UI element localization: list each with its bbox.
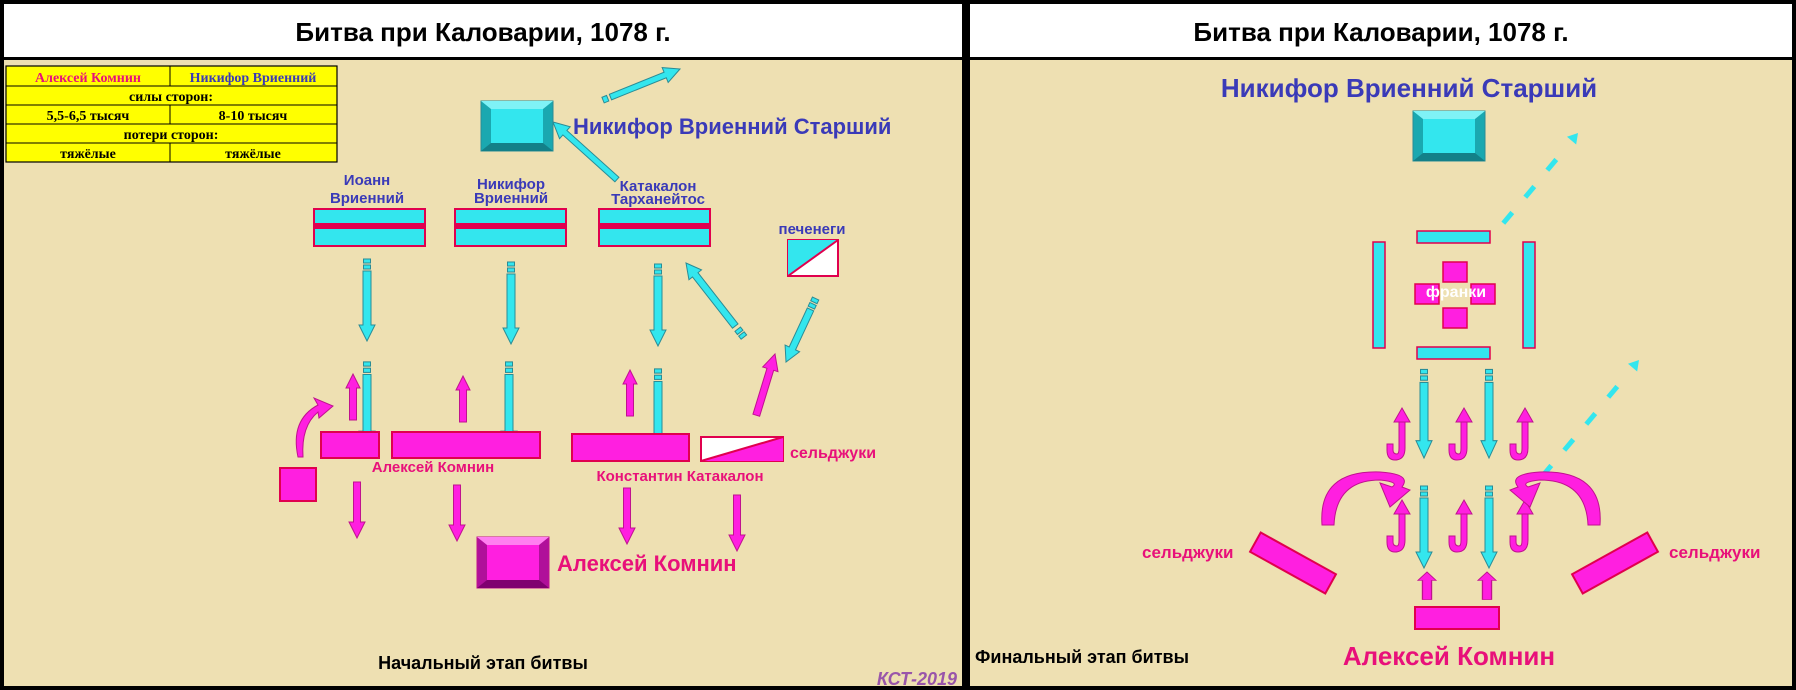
left-panel: Битва при Каловарии, 1078 г. Алексей Ком… xyxy=(0,0,966,690)
label-nikifor-senior: Никифор Вриенний Старший xyxy=(573,114,891,139)
curve-arrow-left xyxy=(1321,471,1411,526)
seljuk-bar-right xyxy=(1570,531,1660,595)
label-seljuks-right: сельджуки xyxy=(1669,543,1760,562)
unit-aleksei-center xyxy=(391,431,541,459)
table-forces-aleksei: 5,5-6,5 тысяч xyxy=(47,109,130,124)
table-forces-label: силы сторон: xyxy=(129,90,213,105)
right-panel: Битва при Каловарии, 1078 г. Никифор Ври… xyxy=(966,0,1796,690)
unit-katakalon xyxy=(598,208,711,247)
right-canvas xyxy=(970,60,1792,686)
curve-arrow-right xyxy=(1509,471,1601,526)
right-nikifor-senior-block xyxy=(1412,110,1486,162)
formation-left xyxy=(1372,241,1386,349)
left-title-bar xyxy=(4,4,962,57)
label-konstantin: Константин Катакалон xyxy=(596,468,763,485)
label-aleksei-small: Алексей Комнин xyxy=(372,459,494,476)
table-losses-aleksei: тяжёлые xyxy=(60,147,116,162)
unit-ioann xyxy=(313,208,426,247)
unit-nikifor xyxy=(454,208,567,247)
right-label-nikifor-senior: Никифор Вриенний Старший xyxy=(1221,73,1597,103)
unit-seljuks xyxy=(700,436,784,462)
arrow-flank-curve xyxy=(295,396,334,458)
formation-top xyxy=(1416,230,1491,244)
signature: КСТ-2019 xyxy=(877,669,957,689)
franks-cross xyxy=(1414,261,1496,329)
unit-pechenegi xyxy=(787,239,839,277)
right-caption: Финальный этап битвы xyxy=(975,647,1189,667)
table-forces-nikifor: 8-10 тысяч xyxy=(219,109,288,124)
seljuk-bar-left xyxy=(1248,531,1338,595)
table-header-nikifor: Никифор Вриенний xyxy=(190,71,317,86)
label-nikifor-1: Никифор xyxy=(477,176,545,193)
label-ioann-1: Иоанн xyxy=(344,172,390,189)
right-label-aleksei: Алексей Комнин xyxy=(1343,641,1555,671)
right-title: Битва при Каловарии, 1078 г. xyxy=(1193,17,1568,47)
unit-konstantin xyxy=(571,433,690,462)
label-katakalon-1: Катакалон xyxy=(620,178,697,195)
nikifor-senior-block xyxy=(480,100,554,152)
unit-aleksei-reserve xyxy=(279,467,317,502)
right-title-bar xyxy=(970,4,1792,57)
arrow-seljuks-up xyxy=(752,352,779,417)
forces-table: Алексей Комнин Никифор Вриенний силы сто… xyxy=(5,65,338,163)
left-title: Битва при Каловарии, 1078 г. xyxy=(295,17,670,47)
table-header-aleksei: Алексей Комнин xyxy=(35,71,141,86)
label-aleksei-big: Алексей Комнин xyxy=(557,551,737,576)
formation-right xyxy=(1522,241,1536,349)
aleksei-commander-block xyxy=(476,536,550,589)
label-ioann-2: Вриенний xyxy=(330,190,404,207)
arrow-nikifor-retreat xyxy=(601,67,682,104)
table-losses-nikifor: тяжёлые xyxy=(225,147,281,162)
retreat-dashes-upper xyxy=(1501,133,1578,225)
label-pechenegi: печенеги xyxy=(779,221,846,238)
arrow-katakalon-to-commander xyxy=(552,121,620,183)
label-nikifor-2: Вриенний xyxy=(474,190,548,207)
label-katakalon-2: Тарханейтос xyxy=(611,191,705,208)
formation-bottom xyxy=(1416,346,1491,360)
unit-aleksei-final xyxy=(1414,606,1500,630)
table-losses-label: потери сторон: xyxy=(124,128,219,143)
arrow-pechenegi-down xyxy=(784,296,820,363)
unit-aleksei-left xyxy=(320,431,380,459)
left-caption: Начальный этап битвы xyxy=(378,653,588,673)
label-seljuks-left-panel: сельджуки xyxy=(790,445,876,462)
label-seljuks-left: сельджуки xyxy=(1142,543,1233,562)
label-franks: франки xyxy=(1426,284,1486,301)
arrow-pechenegi-retreat xyxy=(685,262,748,340)
